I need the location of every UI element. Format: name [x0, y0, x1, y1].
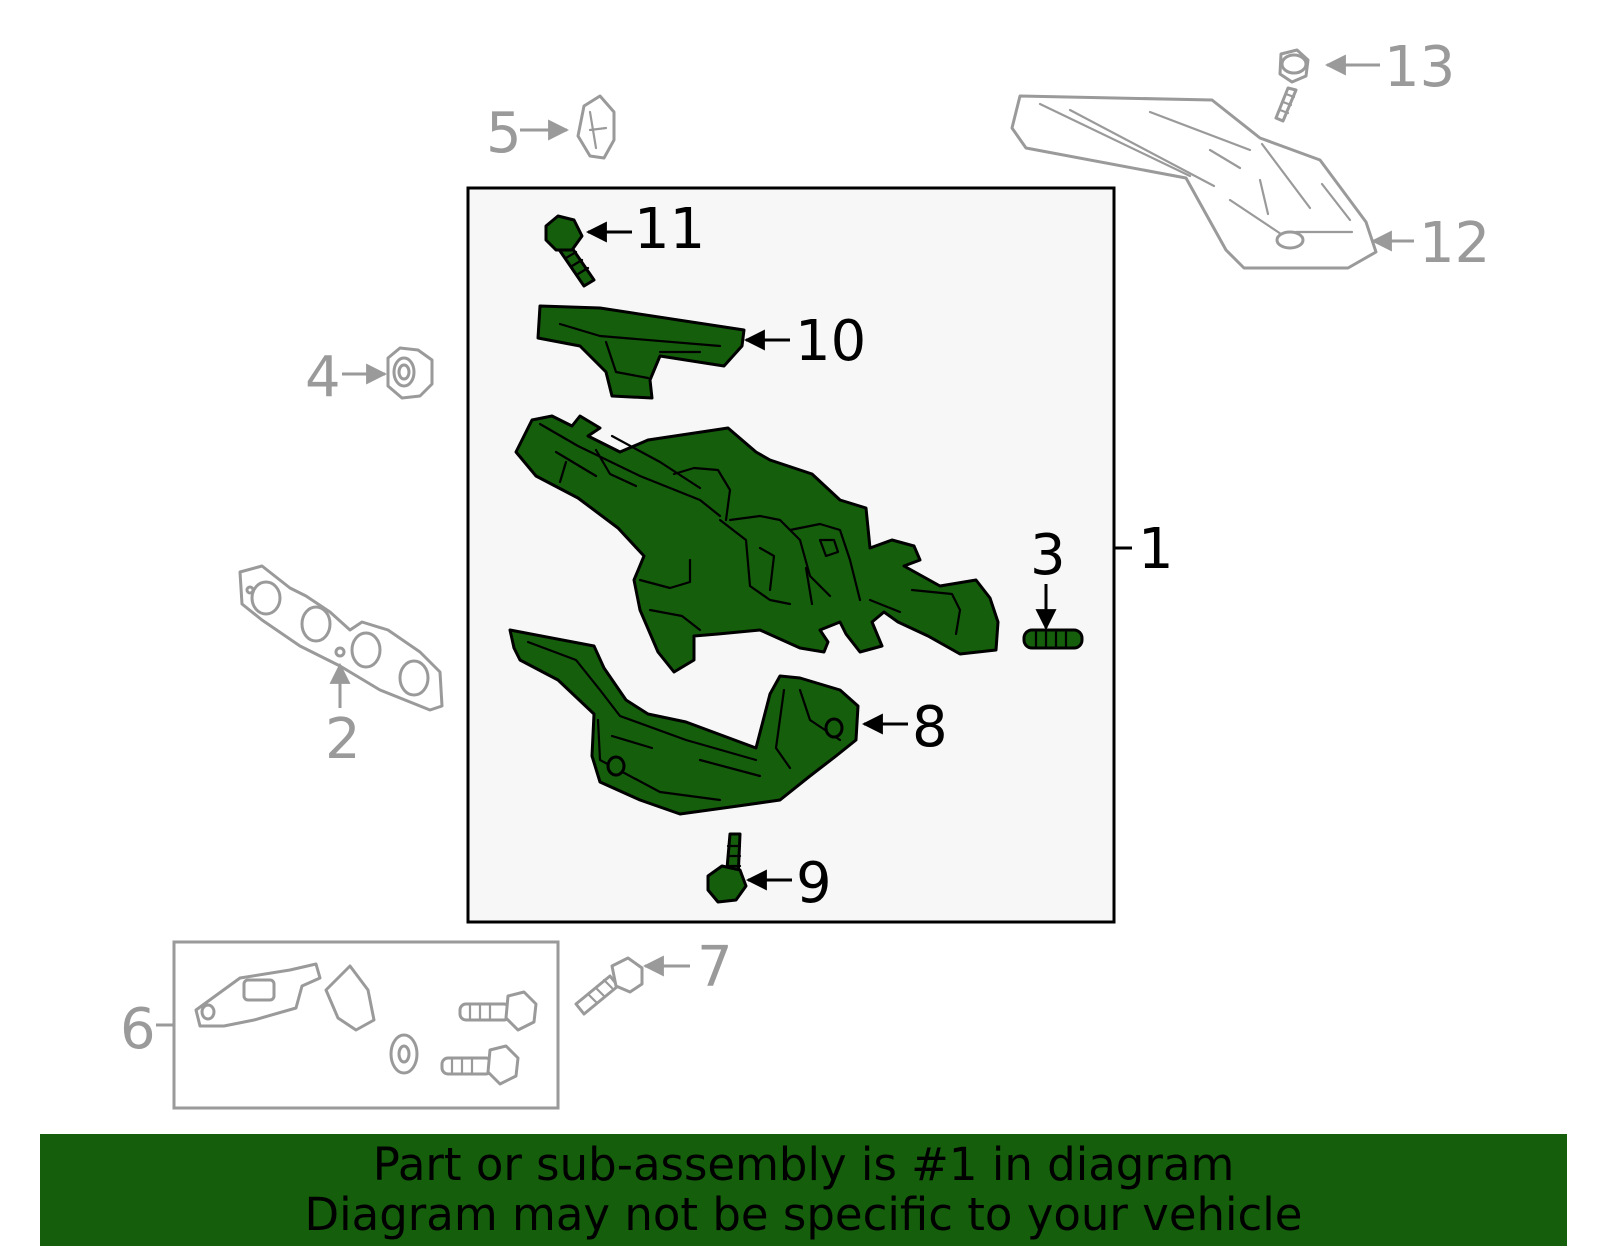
callout-7[interactable]: 7	[697, 935, 733, 1000]
part-12-heat-shield[interactable]	[1010, 94, 1378, 270]
callout-5[interactable]: 5	[486, 101, 522, 166]
callout-4[interactable]: 4	[305, 345, 341, 410]
part-5-clip[interactable]	[576, 94, 616, 160]
callout-3[interactable]: 3	[1030, 523, 1066, 588]
part-3-stud[interactable]	[1022, 628, 1084, 650]
callout-12[interactable]: 12	[1419, 211, 1490, 276]
callout-9[interactable]: 9	[796, 851, 832, 916]
part-4-nut[interactable]	[386, 346, 434, 400]
callout-6[interactable]: 6	[120, 997, 156, 1062]
part-2-gasket[interactable]	[238, 564, 444, 712]
kit-6-contents[interactable]	[194, 962, 538, 1086]
callout-1[interactable]: 1	[1138, 517, 1174, 582]
part-1-exhaust-manifold[interactable]	[514, 414, 1000, 674]
banner-background	[40, 1134, 1567, 1246]
callout-13[interactable]: 13	[1384, 35, 1455, 100]
disclaimer-banner: Part or sub-assembly is #1 in diagram Di…	[40, 1134, 1567, 1246]
part-13-bolt[interactable]	[1274, 48, 1310, 123]
banner-line-2: Diagram may not be specific to your vehi…	[304, 1188, 1303, 1241]
banner-line-1: Part or sub-assembly is #1 in diagram	[372, 1138, 1235, 1191]
callout-8[interactable]: 8	[912, 695, 948, 760]
part-8-lower-insulator[interactable]	[508, 628, 860, 816]
callout-2[interactable]: 2	[325, 707, 361, 772]
part-11-bolt[interactable]	[544, 214, 596, 288]
part-7-bolt[interactable]	[574, 956, 644, 1016]
callout-10[interactable]: 10	[795, 309, 866, 374]
part-9-bolt[interactable]	[706, 832, 748, 904]
callout-11[interactable]: 11	[634, 197, 705, 262]
